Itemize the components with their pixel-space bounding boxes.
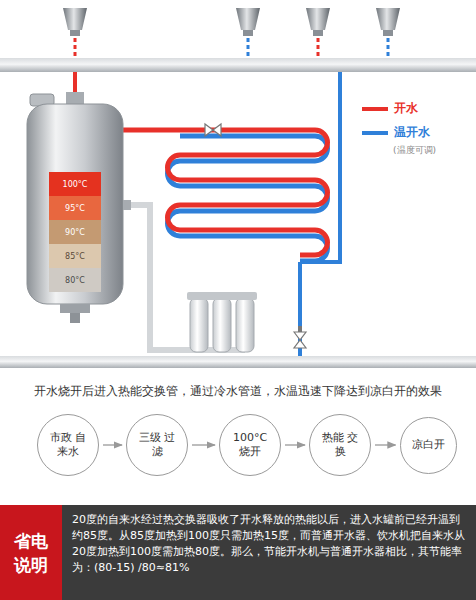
faucet-body [63,8,87,30]
tank-inlet [123,200,131,210]
faucet-body [376,8,400,30]
lower-pipe [0,356,476,368]
node-label: 热能 交换 [317,431,363,459]
legend-entry: 温开水 [362,124,430,141]
temperature-layer: 85°C [49,244,101,268]
temperature-layer: 80°C [49,268,101,292]
flow-arrow [103,444,122,445]
hot-feed-line [317,38,320,58]
legend-note: (温度可调) [393,144,473,157]
node-label: 省电 说明 [12,529,50,577]
node-label: 市政 自来水 [45,431,91,459]
filter-cartridges [187,292,257,352]
faucet-body [236,8,260,30]
temperature-layer: 95°C [49,196,101,220]
node-label: 100°C 烧开 [227,431,273,459]
process-circle: 凉白开 [400,417,457,474]
tank-body [27,104,123,304]
upper-pipe [0,58,476,72]
temperature-label: 90°C [65,228,85,237]
node-label: 凉白开 [405,438,451,452]
coil-hot [123,130,328,255]
warm-feed-line [247,38,250,58]
legend-entry: 开水 [362,100,418,117]
faucet [306,8,330,36]
flow-arrow [375,444,396,445]
valve-stem [298,326,302,332]
temperature-layer: 90°C [49,220,101,244]
legend-text: 开水 [394,100,418,117]
process-circle: 热能 交换 [309,414,371,476]
caption-text: 开水烧开后进入热能交换管，通过冷水管道，水温迅速下降达到凉白开的效果 [0,384,476,399]
faucet-body [306,8,330,30]
temperature-label: 85°C [65,252,85,261]
filter [213,298,231,352]
flow-arrow [285,444,305,445]
node-label: 三级 过滤 [134,431,180,459]
legend-text: 温开水 [394,124,430,141]
valve [294,332,306,348]
temperature-label: 100°C [63,180,88,189]
faucet [236,8,260,36]
filter-head [187,292,257,300]
hot-feed-line [74,38,77,58]
process-circle: 100°C 烧开 [219,414,281,476]
faucet-tip [313,30,323,36]
water-tank [27,92,131,323]
temperature-label: 95°C [65,204,85,213]
note-text: 20度的自来水经过热交换器吸收了开水释放的热能以后，进入水罐前已经升温到约85度… [72,512,468,576]
faucet-tip [383,30,393,36]
temperature-label: 80°C [65,276,85,285]
filter [236,298,254,352]
note-heading-box: 省电 说明 [0,505,62,600]
process-circle: 市政 自来水 [37,414,99,476]
note-band: 20度的自来水经过热交换器吸收了开水释放的热能以后，进入水罐前已经升温到约85度… [0,505,476,600]
faucet-tip [243,30,253,36]
flow-arrow [192,444,215,445]
legend-swatch [362,131,388,135]
filter [190,298,208,352]
process-circle: 三级 过滤 [126,414,188,476]
temperature-layer: 100°C [49,172,101,196]
valve [205,124,221,136]
legend-swatch [362,107,388,111]
faucet [376,8,400,36]
faucet [63,8,87,36]
tank-base [60,304,90,313]
tank-drain [70,313,80,323]
faucet-tip [70,30,80,36]
warm-feed-line [387,38,390,58]
